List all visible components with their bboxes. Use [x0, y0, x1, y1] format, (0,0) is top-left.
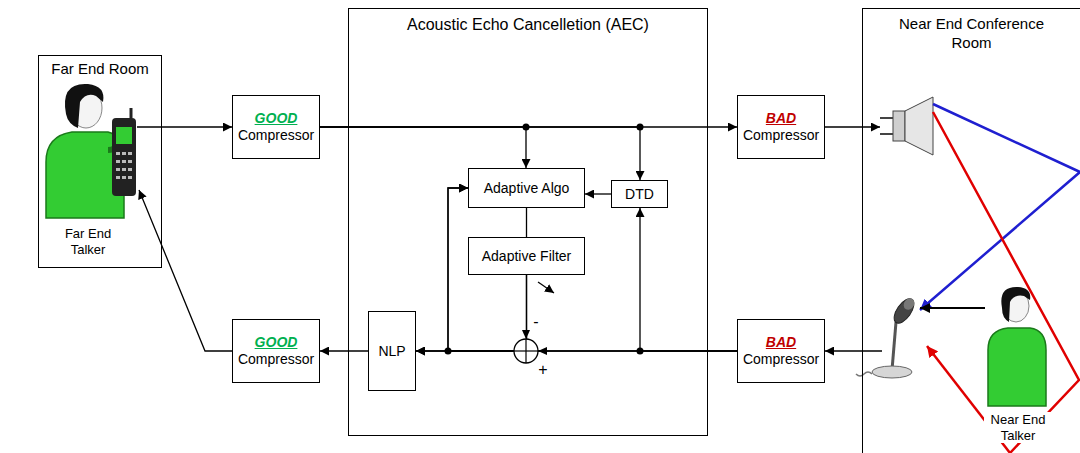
signal-connector: [640, 208, 737, 351]
signal-connector: [585, 193, 611, 194]
signal-connector: [320, 350, 368, 351]
signal-connector: [320, 127, 526, 168]
node-label: Adaptive Filter: [482, 248, 571, 265]
summing-junction: [514, 339, 538, 363]
signal-connector: [825, 350, 882, 351]
node-label: NLP: [378, 343, 405, 360]
quality-tag: BAD: [743, 334, 819, 351]
microphone-symbol: [856, 296, 918, 378]
process-box: Adaptive Algo: [468, 168, 585, 208]
room-box: Near End Conference Room: [862, 8, 1080, 453]
node-label: Compressor: [238, 127, 314, 144]
signal-connector: [139, 190, 232, 351]
node-label: Adaptive Algo: [484, 180, 570, 197]
compressor-box: BADCompressor: [737, 95, 825, 159]
node-label: Compressor: [743, 127, 819, 144]
speech-path: [920, 307, 985, 309]
node-label: Acoustic Echo Cancelletion (AEC): [357, 15, 699, 35]
echo-path-blue: [920, 104, 1080, 310]
node-label: Near End Conference Room: [889, 15, 1054, 53]
junction-marks: [445, 124, 644, 364]
aec-block: Acoustic Echo Cancelletion (AEC) Adaptive…: [348, 8, 708, 436]
process-box: NLP: [368, 311, 416, 391]
near-end-talker-figure: [988, 287, 1046, 406]
talker-label: Far End Talker: [55, 226, 121, 257]
compressor-box: GOODCompressor: [232, 95, 320, 159]
quality-tag: BAD: [743, 110, 819, 127]
process-box: Adaptive Filter: [468, 237, 585, 275]
adaptation-arrow: [538, 282, 554, 293]
phone-icon: [112, 108, 136, 196]
node-label: Compressor: [238, 351, 314, 368]
signal-connector: [448, 188, 737, 351]
signal-connector: [416, 275, 527, 351]
node-label: DTD: [625, 186, 654, 203]
process-box: DTD: [611, 180, 668, 208]
signal-connector: [526, 208, 527, 237]
quality-tag: GOOD: [238, 110, 314, 127]
echo-path-red: [933, 112, 1079, 453]
compressor-box: BADCompressor: [737, 319, 825, 383]
node-label: Far End Room: [45, 60, 155, 79]
loudspeaker-symbol: [880, 97, 933, 155]
signal-connector: [137, 126, 232, 127]
sign-label: +: [537, 360, 549, 379]
compressor-box: GOODCompressor: [232, 319, 320, 383]
quality-tag: GOOD: [238, 334, 314, 351]
talker-label: Near End Talker: [984, 412, 1052, 443]
sign-label: -: [531, 312, 541, 331]
signal-connector: [825, 126, 880, 127]
node-label: Compressor: [743, 351, 819, 368]
